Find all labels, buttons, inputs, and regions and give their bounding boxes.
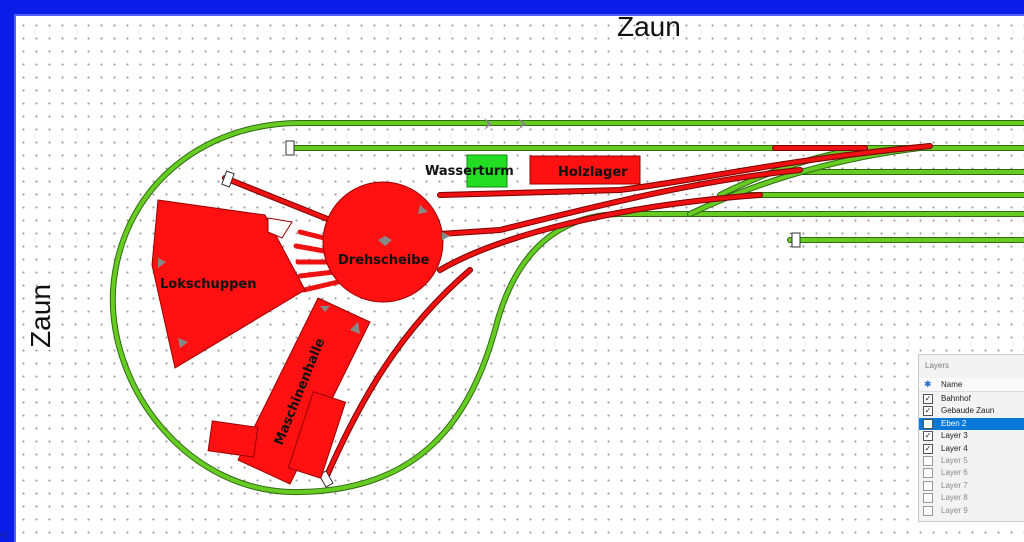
layer-name: Layer 3	[941, 431, 968, 441]
layer-row[interactable]: ✓ Layer 4	[919, 443, 1024, 455]
layer-row[interactable]: ✓ Layer 3	[919, 430, 1024, 442]
layers-panel[interactable]: Layers ✱ Name ✓ Bahnhof ✓ Gebaude Zaun ✓ Eben…	[918, 354, 1024, 522]
layer-visibility-checkbox[interactable]: ✓	[923, 443, 933, 454]
layers-panel-title: Layers	[925, 361, 950, 370]
layer-visibility-checkbox[interactable]	[923, 456, 933, 466]
layer-row[interactable]: Layer 8	[919, 492, 1024, 504]
layer-name: Gebaude Zaun	[941, 406, 995, 416]
layer-row[interactable]: ✓ Eben 2	[919, 417, 1024, 430]
wasserturm-building	[466, 154, 508, 188]
drehscheibe-label: Drehscheibe	[338, 253, 430, 268]
layer-row[interactable]: Layer 6	[919, 467, 1024, 479]
layer-row[interactable]: Layer 9	[919, 505, 1024, 517]
layer-name: Layer 7	[941, 480, 968, 490]
fence-top	[0, 0, 1024, 14]
layer-visibility-checkbox[interactable]: ✓	[923, 394, 933, 404]
layer-visibility-checkbox[interactable]: ✓	[923, 418, 933, 429]
layer-visibility-checkbox[interactable]	[923, 505, 933, 516]
layer-row[interactable]: ✓ Gebaude Zaun	[919, 405, 1024, 417]
layer-row[interactable]: Layer 7	[919, 480, 1024, 492]
layer-name: Layer 6	[941, 468, 968, 478]
holzlager-building	[529, 155, 641, 185]
gear-icon[interactable]: ✱	[924, 379, 932, 389]
corner-handle-icon[interactable]: ◁	[0, 530, 7, 539]
layers-header: ✱ Name	[919, 378, 1024, 392]
holzlager-label: Holzlager	[558, 165, 628, 180]
lokschuppen-label: Lokschuppen	[160, 277, 257, 292]
layer-visibility-checkbox[interactable]	[923, 493, 933, 504]
layer-visibility-checkbox[interactable]: ✓	[923, 431, 933, 442]
fence-left	[0, 0, 14, 542]
layer-visibility-checkbox[interactable]	[923, 480, 933, 491]
layer-row[interactable]: ✓ Bahnhof	[919, 393, 1024, 405]
red-track-diagonal	[322, 267, 473, 483]
maschinenhalle-building	[237, 297, 371, 485]
layer-name: Layer 8	[941, 493, 968, 503]
lokschuppen-building	[151, 199, 306, 369]
layer-name: Layer 4	[941, 443, 968, 453]
fence-left-edge	[14, 14, 16, 542]
layer-name: Bahnhof	[941, 394, 971, 403]
fence-label-top: Zaun	[617, 11, 681, 42]
layers-name-column[interactable]: Name	[941, 380, 963, 389]
layer-visibility-checkbox[interactable]	[923, 468, 933, 479]
layer-row[interactable]: Layer 5	[919, 455, 1024, 467]
layer-visibility-checkbox[interactable]: ✓	[923, 406, 933, 417]
layer-name: Layer 5	[941, 456, 968, 465]
layer-name: Layer 9	[941, 505, 968, 515]
fence-top-edge	[14, 14, 1024, 16]
layer-name: Eben 2	[941, 418, 967, 428]
wasserturm-label: Wasserturm	[425, 164, 514, 179]
